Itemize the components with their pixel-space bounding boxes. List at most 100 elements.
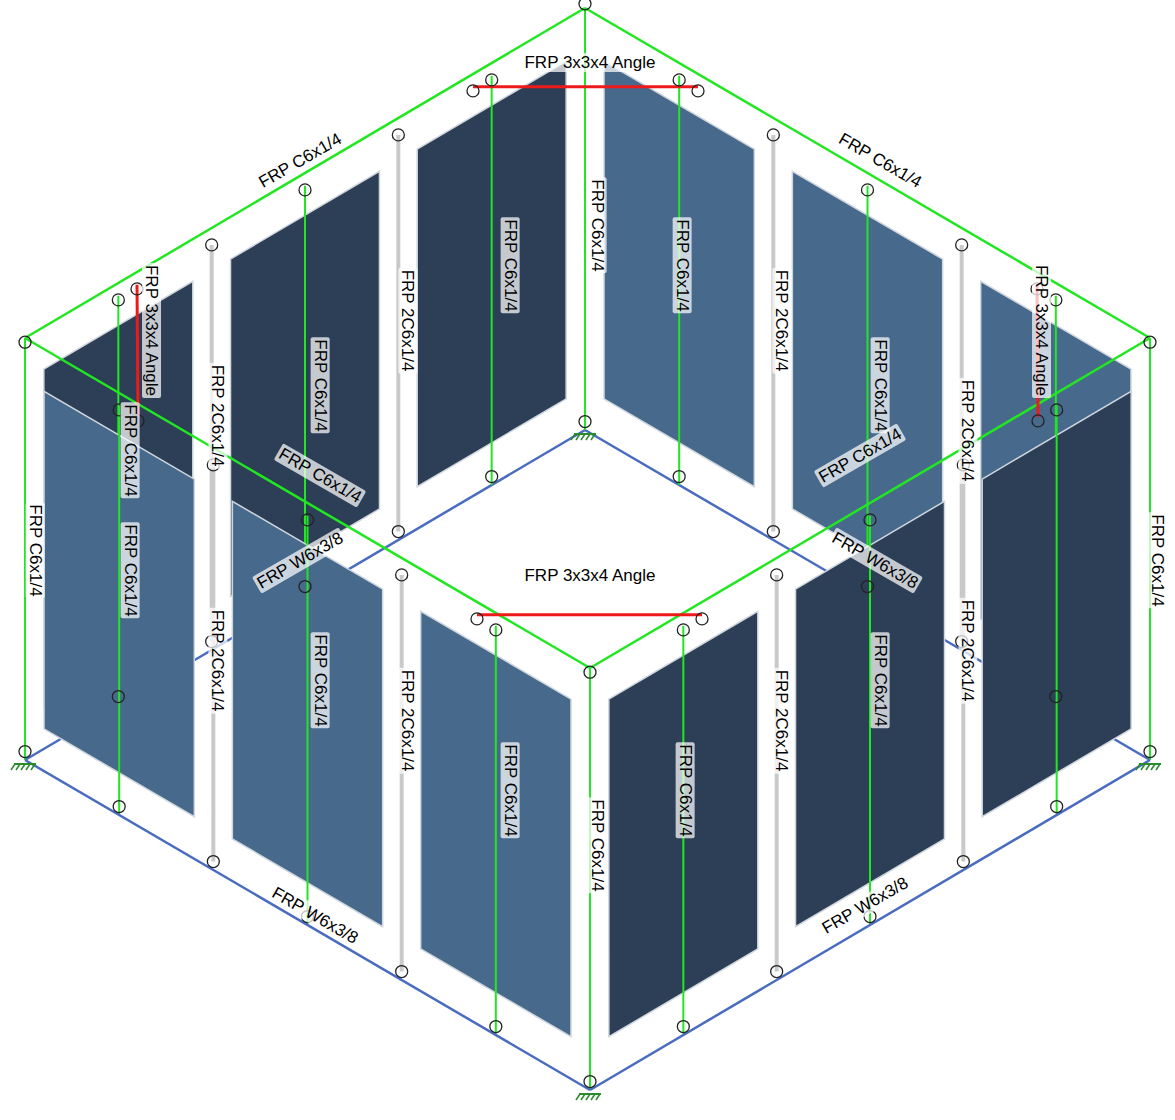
joint-release	[1032, 415, 1044, 427]
channel-column	[1056, 406, 1058, 815]
joint-release	[692, 85, 704, 97]
joint-release	[206, 239, 218, 251]
joint-release	[771, 569, 783, 581]
member-label: FRP C6x1/4	[121, 402, 140, 498]
top-beam	[25, 8, 585, 338]
joint-release	[862, 184, 874, 196]
member-label: FRP W6x3/8	[827, 527, 923, 593]
top-beam	[25, 338, 590, 668]
member-label: FRP C6x1/4	[871, 632, 890, 728]
member-label: FRP W6x3/8	[252, 527, 348, 593]
joint-release	[957, 856, 969, 868]
support-hatch	[586, 1094, 590, 1100]
support-hatch	[26, 764, 30, 770]
member-label: FRP C6x1/4	[676, 742, 695, 838]
joint-release	[302, 514, 314, 526]
member-label: FRP W6x3/8	[817, 872, 913, 938]
member-label: FRP C6x1/4	[501, 742, 520, 838]
joint-release	[1051, 404, 1063, 416]
support-hatch	[1141, 764, 1145, 770]
member-label: FRP C6x1/4	[1148, 512, 1167, 608]
joint-release	[864, 514, 876, 526]
wall-panel	[609, 611, 758, 1036]
member-label: FRP 2C6x1/4	[958, 377, 977, 483]
member-label: FRP C6x1/4	[254, 128, 347, 193]
wall-panel	[44, 391, 194, 816]
joint-release	[584, 666, 596, 678]
joint-release	[486, 74, 498, 86]
joint-release	[673, 471, 685, 483]
joint-release	[1050, 294, 1062, 306]
member-label: FRP C6x1/4	[588, 797, 607, 893]
joint-release	[467, 85, 479, 97]
joint-release	[862, 581, 874, 593]
support-hatch	[1156, 764, 1160, 770]
support-hatch	[571, 434, 575, 440]
corner-angle-brace	[473, 85, 698, 88]
joint-release	[767, 129, 779, 141]
member-label: FRP 3x3x4 Angle	[522, 53, 657, 72]
member-label: FRP 2C6x1/4	[208, 362, 227, 468]
member-label: FRP C6x1/4	[871, 337, 890, 433]
joint-release	[392, 526, 404, 538]
joint-release	[584, 1076, 596, 1088]
joints	[19, 0, 1156, 1088]
wall-panel	[232, 501, 382, 926]
joint-release	[956, 239, 968, 251]
wall-panel	[417, 61, 566, 486]
wall-panel	[421, 611, 571, 1036]
channel-column	[491, 76, 493, 485]
support-hatch	[586, 434, 590, 440]
joint-release	[207, 856, 219, 868]
joint-release	[19, 746, 31, 758]
front-walls	[25, 338, 1150, 1090]
support-hatch	[16, 764, 20, 770]
member-label: FRP C6x1/4	[834, 128, 927, 193]
joint-release	[579, 0, 591, 10]
wall-panel	[796, 501, 945, 926]
support-hatch	[581, 434, 585, 440]
joint-release	[696, 613, 708, 625]
member-label: FRP 3x3x4 Angle	[1032, 262, 1051, 397]
support-hatch	[576, 434, 580, 440]
joint-release	[392, 129, 404, 141]
joint-release	[490, 1021, 502, 1033]
member-label: FRP 2C6x1/4	[772, 667, 791, 773]
member-label: FRP 2C6x1/4	[208, 607, 227, 713]
member-label: FRP 2C6x1/4	[398, 667, 417, 773]
joint-release	[471, 613, 483, 625]
member-label: FRP 2C6x1/4	[772, 267, 791, 373]
joint-release	[396, 966, 408, 978]
member-label: FRP 3x3x4 Angle	[142, 262, 161, 397]
corner-angle-brace	[137, 285, 138, 417]
member-label: FRP 2C6x1/4	[958, 597, 977, 703]
support-hatch	[1136, 764, 1140, 770]
member-label: FRP C6x1/4	[814, 423, 907, 488]
joint-release	[19, 336, 31, 348]
support-hatch	[596, 1094, 600, 1100]
member-label: FRP W6x3/8	[267, 882, 363, 948]
joint-release	[1144, 336, 1156, 348]
joint-release	[490, 624, 502, 636]
wall-panel	[982, 391, 1131, 816]
support-hatch	[1151, 764, 1155, 770]
joint-release	[677, 1021, 689, 1033]
joint-release	[486, 471, 498, 483]
member-label: FRP C6x1/4	[274, 443, 367, 508]
member-label: FRP C6x1/4	[311, 632, 330, 728]
channel-column	[867, 186, 869, 595]
joint-release	[1050, 691, 1062, 703]
channel-column	[307, 516, 309, 925]
joint-release	[579, 416, 591, 428]
member-label: FRP C6x1/4	[311, 337, 330, 433]
joint-release	[1051, 801, 1063, 813]
support-hatch	[31, 764, 35, 770]
member-label: FRP 2C6x1/4	[398, 267, 417, 373]
joint-release	[113, 801, 125, 813]
joint-release	[112, 691, 124, 703]
member-label: FRP C6x1/4	[26, 502, 45, 598]
support-hatch	[576, 1094, 580, 1100]
joint-release	[299, 581, 311, 593]
